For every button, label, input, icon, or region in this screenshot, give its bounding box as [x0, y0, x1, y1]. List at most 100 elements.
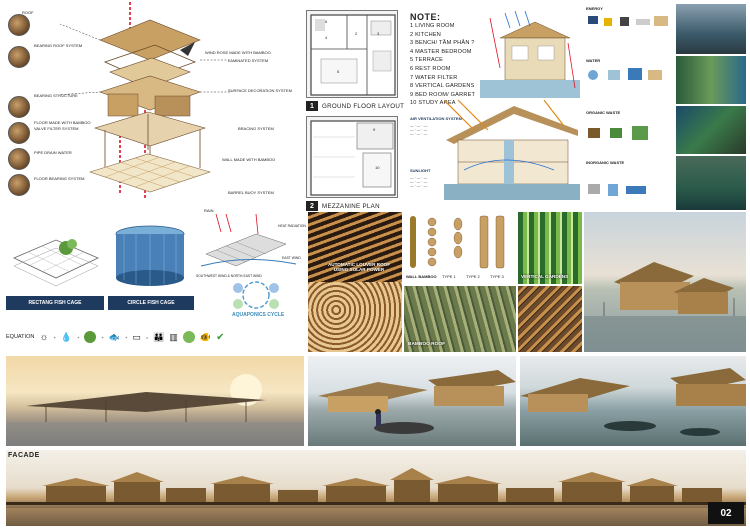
bamboo-roof-caption: BAMBOO ROOF [408, 342, 446, 347]
exploded-axonometric: ROOF BEARING ROOF SYSTEM BEARING STRUCTU… [0, 0, 300, 205]
sun-icon: ☼ [39, 331, 49, 343]
water-drop-icon: 💧 [60, 331, 73, 342]
aquaponic-diagram: RAIN HEAT RADIATION EAST WIND SOUTHWEST … [196, 206, 306, 326]
section-title: GROUND FLOOR LAYOUT [322, 102, 405, 110]
room-number: 4 [325, 35, 328, 40]
page-number: 02 [708, 502, 744, 524]
note-item: 3 BENCH/ TẦM PHÂN ? [410, 40, 475, 47]
vertical-gardens-caption: VERTICAL GARDENS [521, 274, 569, 279]
note-title: NOTE: [410, 12, 441, 22]
plant-icon [84, 331, 97, 343]
fish-icon: 🐟 [108, 331, 120, 342]
room-number: 3 [377, 31, 380, 36]
room-number: 10 [375, 165, 380, 170]
detail-thumb [8, 148, 30, 170]
axon-label-left: BEARING ROOF SYSTEM [34, 43, 83, 48]
room-number: 5 [337, 69, 340, 74]
note-item: 4 MASTER BEDROOM [410, 48, 472, 55]
type3-label: TYPE 3 [490, 274, 504, 279]
bamboo-types-panel: WALL BAMBOO TYPE 1 TYPE 2 TYPE 3 [404, 212, 516, 284]
section-number: 2 [306, 201, 318, 211]
resource-diagrams: ENERGY WATER ORGANIC WASTE INORGANIC WAS… [582, 4, 674, 204]
sunset-render [6, 356, 304, 446]
facade-panel: FACADE [6, 450, 746, 526]
vegetable-icon [182, 331, 195, 343]
cycle-drawing [233, 281, 279, 309]
organic-waste-label: ORGANIC WASTE [586, 110, 621, 115]
water-tank-photo [676, 56, 746, 104]
heat-radiation-label: HEAT RADIATION [278, 224, 306, 228]
detail-thumb [8, 46, 30, 68]
rectangle-fish-cage-drawing [13, 239, 99, 287]
mezzanine-plan: 9 10 [306, 116, 398, 198]
room-number: 6 [325, 19, 328, 24]
louver-roof-photo: AUTOMATIC LOUVER ROOF USING SOLAR POWER [308, 212, 402, 352]
garden-photo [676, 106, 746, 154]
note-item: 8 VERTICAL GARDENS [410, 83, 475, 90]
room-number: 2 [355, 31, 358, 36]
rain-label: RAIN [204, 208, 214, 213]
axon-label-right: WALL MADE WITH BAMBOO [222, 157, 276, 162]
tank-icon: ▭ [132, 331, 141, 342]
detail-thumb [8, 96, 30, 118]
axon-label-left: PIPE DRAIN WATER [34, 150, 72, 155]
greenhouse-drawing [200, 214, 297, 267]
axon-label-left: FLOOR BEARING SYSTEM [34, 176, 85, 181]
floating-house-render [584, 212, 746, 352]
equation-row: EQUATION ☼ + 💧 + + 🐟 + ▭ = 👪 ▥ 🐠 ✔ [6, 331, 225, 343]
ventilation-label: AIR VENTILATION SYSTEM [410, 116, 462, 121]
fishermen-render [308, 356, 516, 446]
building-icon: ▥ [169, 331, 178, 342]
canal-render [520, 356, 746, 446]
equation-label: EQUATION [6, 334, 35, 340]
detail-thumb [8, 122, 30, 144]
type2-label: TYPE 2 [466, 274, 480, 279]
check-icon: ✔ [216, 331, 225, 343]
note-item: 5 TERRACE [410, 57, 444, 64]
facade-title: FACADE [8, 452, 40, 459]
note-item: 7 WATER FILTER [410, 74, 458, 81]
boat-photo [676, 156, 746, 210]
note-legend: NOTE: 1 LIVING ROOM 2 KITCHEN 3 BENCH/ T… [410, 12, 480, 108]
circle-fish-cage-drawing [115, 225, 185, 286]
fish-farm-photo [676, 4, 746, 54]
axon-drawing [60, 2, 230, 200]
people-icon: 👪 [153, 331, 165, 342]
wind-label: SOUTHWEST WIND & NORTH-EAST WIND [196, 274, 262, 278]
note-item: 10 STUDY AREA [410, 100, 456, 107]
note-item: 1 LIVING ROOM [410, 23, 455, 29]
water-label: WATER [586, 58, 601, 63]
rect-fish-cage-label: RECTANG FISH CAGE [6, 296, 104, 310]
detail-thumb [8, 174, 30, 196]
circle-fish-cage-label: CIRCLE FISH CAGE [108, 296, 194, 310]
axon-label-left: ROOF [22, 10, 34, 15]
section-number: 1 [306, 101, 318, 111]
detail-thumb [8, 14, 30, 36]
axon-label-right: BRACING SYSTEM [238, 126, 274, 131]
energy-label: ENERGY [586, 6, 603, 11]
ventilation-section-drawing [444, 100, 580, 200]
note-item: 2 KITCHEN [410, 31, 442, 38]
axon-label-left: VALVE FILTER SYSTEM [34, 126, 79, 131]
louver-roof-caption: AUTOMATIC LOUVER ROOF USING SOLAR POWER [327, 262, 391, 272]
water-section-drawing [480, 10, 580, 98]
ground-floor-heading: 1 GROUND FLOOR LAYOUT [306, 101, 404, 111]
vertical-gardens-photo: VERTICAL GARDENS [518, 212, 582, 284]
note-item: 9 BED ROOM/ GARRET [410, 91, 476, 98]
aquaponics-cycle-label: AQUAPONICS CYCLE [232, 312, 285, 318]
axon-label-right: BARREL BUOY SYSTEM [228, 190, 274, 195]
wall-bamboo-label: WALL BAMBOO [406, 274, 437, 279]
inorganic-waste-label: INORGANIC WASTE [586, 160, 625, 165]
section-title: MEZZANINE PLAN [322, 202, 380, 210]
axon-label-left: BEARING STRUCTURE [34, 93, 78, 98]
mezzanine-heading: 2 MEZZANINE PLAN [306, 201, 380, 211]
ground-floor-plan: 6 4 2 3 5 [306, 10, 398, 98]
note-item: 6 REST ROOM [410, 65, 451, 72]
axon-label-left: FLOOR MADE WITH BAMBOO [34, 120, 91, 125]
fish-food-icon: 🐠 [199, 331, 212, 342]
axon-label-right: LAMINATED SYSTEM [228, 58, 269, 63]
sunlight-label: SUNLIGHT [410, 168, 431, 173]
room-number: 9 [373, 127, 376, 132]
axon-label-right: SURFACE DECORATION SYSTEM [228, 88, 292, 93]
bamboo-poles-photo [518, 286, 582, 352]
